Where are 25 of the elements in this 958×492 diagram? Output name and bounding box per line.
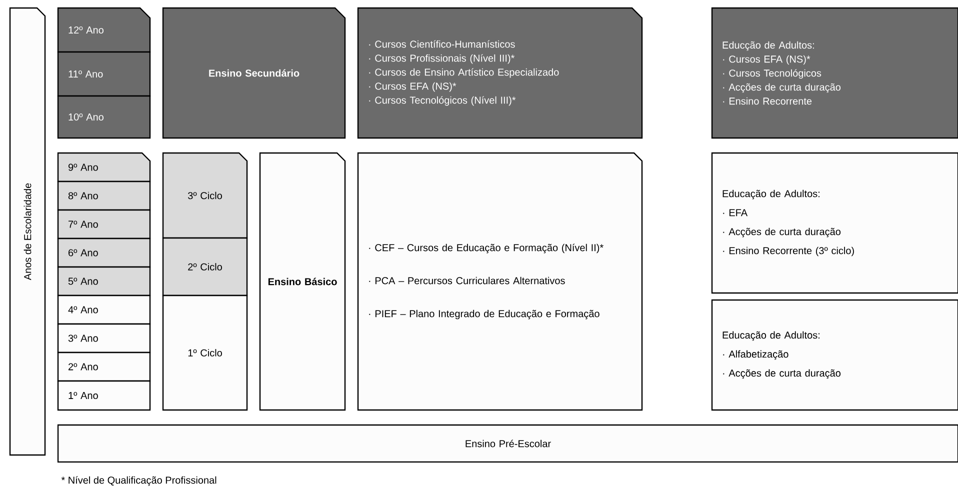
grade-cell: 5º Ano xyxy=(57,266,151,296)
cycle-cell: 3º Ciclo xyxy=(162,152,248,239)
grade-cell: 3º Ano xyxy=(57,323,151,354)
grade-cell: 11º Ano xyxy=(57,51,151,97)
grade-cell: 12º Ano xyxy=(57,7,151,53)
level-box: Ensino Pré-Escolar xyxy=(57,424,958,463)
grade-cell: 2º Ano xyxy=(57,352,151,382)
course-box: Educção de Adultos: · Cursos EFA (NS)* · Cursos Tecnológicos · Acções de curta duração · Ensino Recorrente xyxy=(711,7,958,139)
course-box: · CEF – Cursos de Educação e Formação (Nível II)* · PCA – Percursos Curriculares Alternativos · PIEF – Plano Integrado de Educação e Formação xyxy=(357,152,643,411)
grade-cell: 1º Ano xyxy=(57,380,151,411)
level-box: Ensino Básico xyxy=(259,152,346,411)
level-box: Ensino Secundário xyxy=(162,7,346,139)
cycle-cell: 2º Ciclo xyxy=(162,237,248,296)
axis-box: Anos de Escolaridade xyxy=(9,7,46,456)
grade-cell: 7º Ano xyxy=(57,209,151,240)
grade-cell: 6º Ano xyxy=(57,238,151,268)
course-box: · Cursos Científico-Humanísticos · Cursos Profissionais (Nível III)* · Cursos de Ensino Artístico Especializado · Cursos EFA (NS)* · Cursos Tecnológicos (Nível III)* xyxy=(357,7,643,139)
footnote: * Nível de Qualificação Profissional xyxy=(61,476,216,486)
course-box: Educação de Adultos: · Alfabetização · Acções de curta duração xyxy=(711,299,958,411)
grade-cell: 9º Ano xyxy=(57,152,151,182)
course-box: Educação de Adultos: · EFA · Acções de curta duração · Ensino Recorrente (3º ciclo) xyxy=(711,152,958,294)
grade-cell: 8º Ano xyxy=(57,180,151,211)
grade-cell: 10º Ano xyxy=(57,95,151,139)
cycle-cell: 1º Ciclo xyxy=(162,294,248,411)
grade-cell: 4º Ano xyxy=(57,294,151,325)
